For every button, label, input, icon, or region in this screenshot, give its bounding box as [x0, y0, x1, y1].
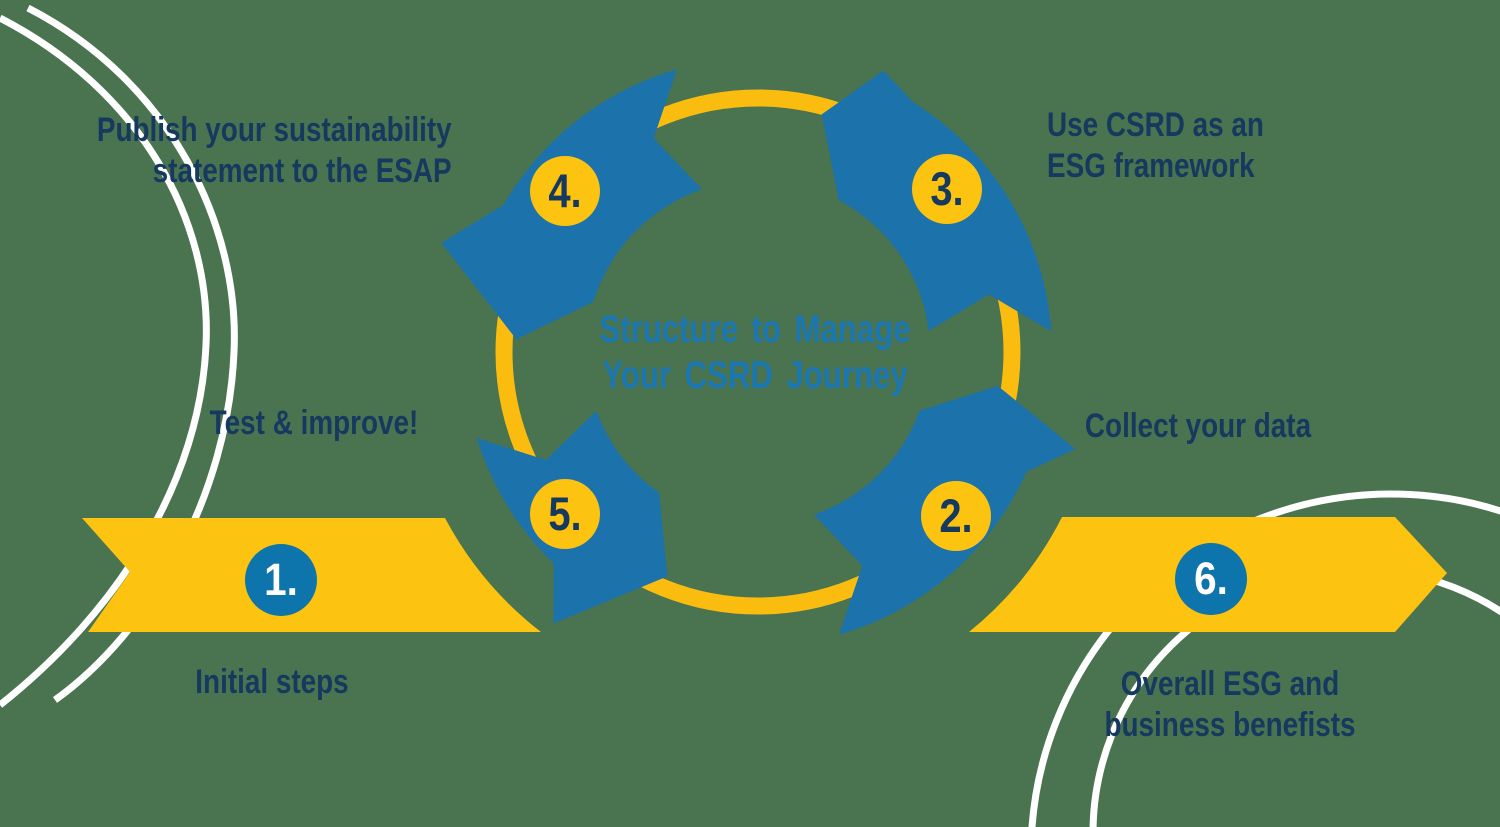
- step5-badge-circle: [530, 479, 600, 549]
- cycle-ring: [495, 89, 1021, 615]
- step5-label: Test & improve!: [210, 403, 419, 444]
- decorative-arc-left-inner: [0, 14, 210, 708]
- step3-number-badge: 3.: [930, 162, 964, 215]
- step2-label-line1: Collect your data: [1084, 407, 1312, 445]
- step2-badge-circle: [921, 481, 991, 551]
- diagram-title: Structure to Manage Your CSRD Journey: [599, 307, 910, 399]
- decorative-circle-bottom-right-outer: [1028, 490, 1500, 827]
- step2-number-badge: 2.: [939, 489, 973, 542]
- step6-badge-circle: [1175, 543, 1247, 615]
- step6-label-line2: business benefists: [1104, 706, 1356, 744]
- step1-number-badge: 1.: [264, 554, 298, 605]
- step1-label-line1: Initial steps: [195, 663, 349, 701]
- step4-label: Publish your sustainability statement to…: [97, 110, 452, 192]
- step2-label: Collect your data: [1085, 406, 1311, 447]
- step6-label-line1: Overall ESG and: [1120, 665, 1340, 703]
- step1-badge-circle: [245, 544, 317, 616]
- step4-label-line1: Publish your sustainability: [97, 111, 452, 149]
- step4-badge-circle: [530, 156, 600, 226]
- diagram-title-line2: Your CSRD Journey: [602, 354, 908, 397]
- step3-label-line1: Use CSRD as an: [1047, 106, 1264, 144]
- step4-number-badge: 4.: [548, 164, 582, 217]
- step3-label: Use CSRD as an ESG framework: [1047, 105, 1264, 187]
- step5-label-line1: Test & improve!: [209, 404, 419, 442]
- step6-number-badge: 6.: [1194, 553, 1228, 604]
- diagram-title-line1: Structure to Manage: [599, 308, 911, 351]
- step1-label: Initial steps: [195, 662, 348, 703]
- step4-label-line2: statement to the ESAP: [153, 152, 452, 190]
- step6-label: Overall ESG and business benefists: [1104, 664, 1355, 746]
- step5-number-badge: 5.: [548, 487, 582, 540]
- step3-label-line2: ESG framework: [1047, 147, 1255, 185]
- step3-badge-circle: [912, 154, 982, 224]
